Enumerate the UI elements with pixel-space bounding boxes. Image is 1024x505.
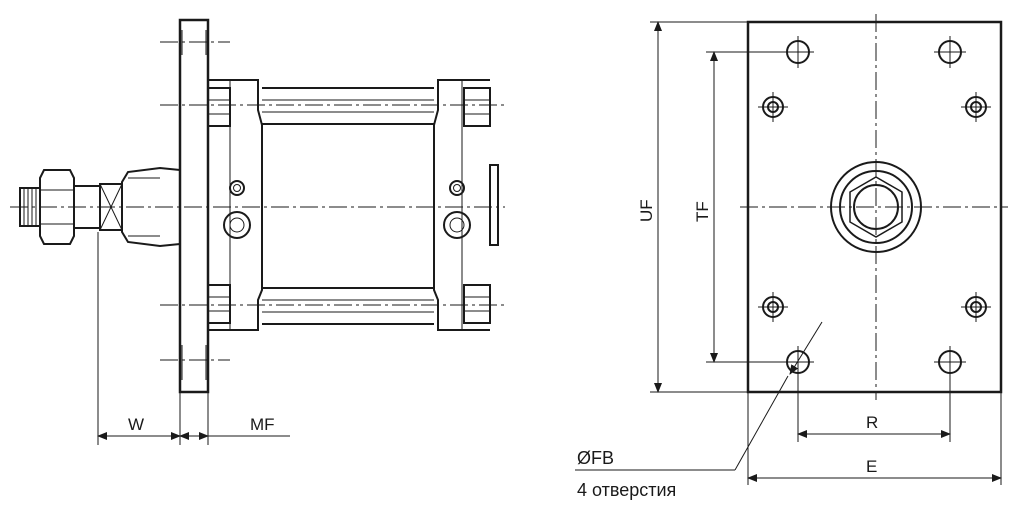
front-centerlines — [740, 14, 1008, 400]
dim-uf-label: UF — [637, 199, 656, 222]
rod-boss — [830, 161, 922, 253]
dim-e-lines — [747, 392, 1002, 485]
mounting-flange — [178, 18, 210, 394]
hole-diameter-callout: ØFB — [577, 448, 614, 468]
front-view — [575, 14, 1008, 485]
hole-leader — [575, 321, 823, 471]
rear-tie-nuts — [463, 87, 491, 324]
threaded-stud — [19, 187, 41, 227]
side-view — [10, 18, 505, 445]
dim-r-lines — [797, 374, 951, 442]
ports — [223, 180, 471, 239]
front-head — [208, 79, 263, 331]
tie-rods — [262, 87, 434, 325]
dim-e-label: E — [866, 457, 877, 476]
side-centerlines — [10, 41, 505, 361]
piston-rod — [99, 183, 123, 231]
dim-mf-label: MF — [250, 415, 275, 434]
front-tie-nuts — [207, 87, 231, 324]
hole-count-note: 4 отверстия — [577, 480, 676, 500]
dim-w-label: W — [128, 415, 144, 434]
tie-rod-holes — [758, 92, 991, 322]
dim-mf-lines — [179, 392, 290, 445]
dim-tf-label: TF — [693, 201, 712, 222]
rear-head — [433, 79, 499, 331]
dim-r-label: R — [866, 413, 878, 432]
dim-w-lines — [97, 232, 181, 445]
dim-uf-lines — [650, 21, 748, 393]
dim-tf-lines — [706, 51, 790, 363]
